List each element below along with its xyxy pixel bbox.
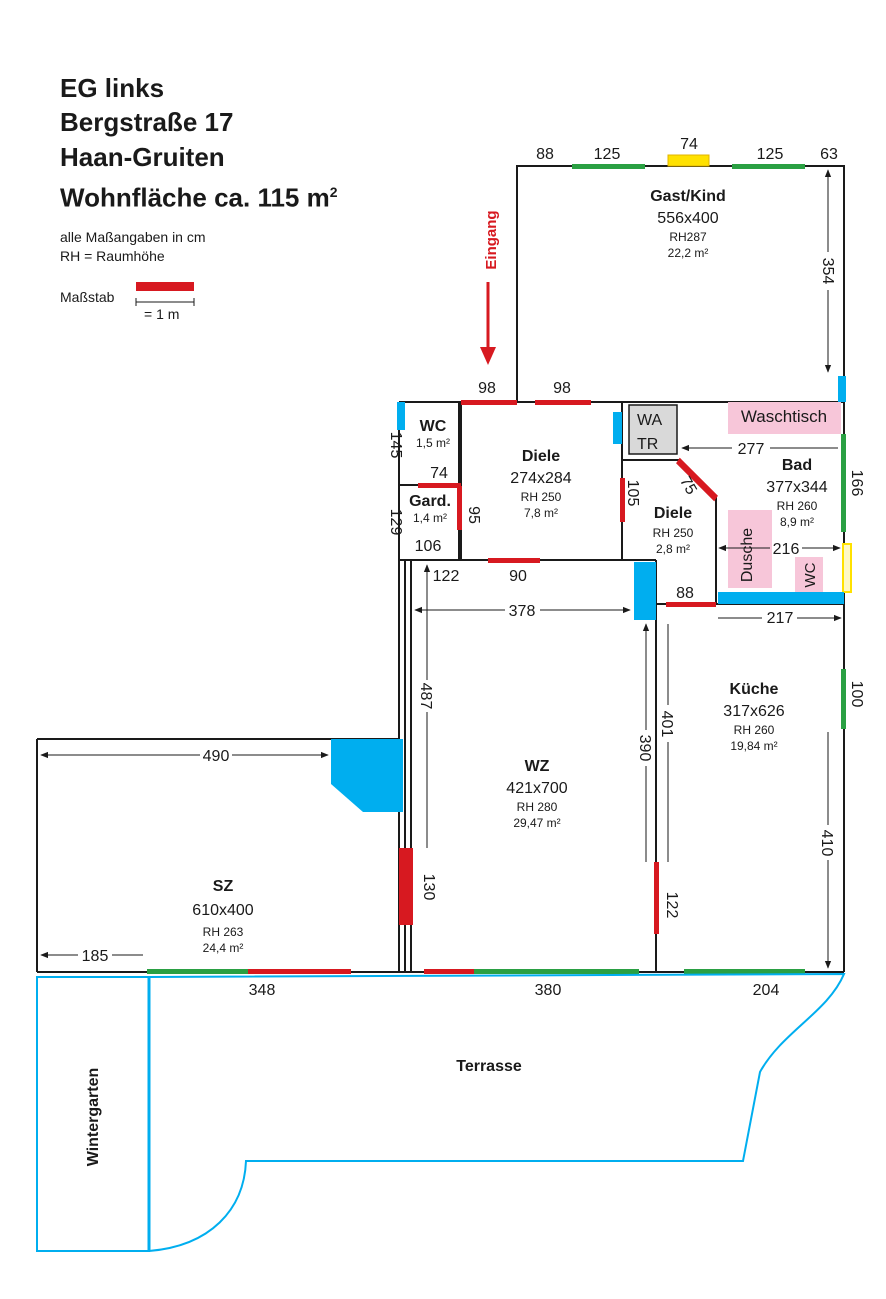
yellow-element-bad: [842, 543, 852, 593]
dim-129: 129: [387, 509, 404, 536]
yellow-element-top: [667, 154, 710, 167]
room-bad-rh: RH 260: [777, 499, 818, 513]
units-note: alle Maßangaben in cm: [60, 229, 206, 245]
room-gard-name: Gard.: [409, 493, 451, 510]
dim-122b: 122: [663, 892, 680, 919]
dim-100: 100: [848, 681, 865, 708]
dim-top-88: 88: [536, 146, 554, 163]
dimension-lines: [40, 169, 842, 969]
wc-bad-label: WC: [802, 562, 819, 587]
room-sz-area: 24,4 m²: [203, 941, 244, 955]
dim-top-74: 74: [680, 136, 698, 153]
title-city: Haan-Gruiten: [60, 142, 225, 172]
terrasse-label: Terrasse: [456, 1058, 522, 1075]
tr-label: TR: [637, 436, 658, 453]
entrance-label: Eingang: [483, 210, 500, 269]
dusche-label: Dusche: [739, 528, 756, 582]
dim-185: 185: [82, 948, 109, 965]
dusche-fixture: [728, 510, 772, 588]
scale-value: = 1 m: [144, 306, 180, 322]
room-sz-dims: 610x400: [192, 902, 253, 919]
dim-348: 348: [249, 982, 276, 999]
wc-bad-fixture: [795, 557, 823, 592]
title-area-text: Wohnfläche ca. 115 m: [60, 182, 330, 213]
room-wz-area: 29,47 m²: [513, 816, 560, 830]
title-line-1: EG links: [60, 73, 165, 103]
room-diele2-rh: RH 250: [653, 526, 694, 540]
room-diele1-rh: RH 250: [521, 490, 562, 504]
rh-note: RH = Raumhöhe: [60, 248, 165, 264]
dim-145: 145: [387, 432, 404, 459]
dim-98b: 98: [553, 380, 571, 397]
room-gast-rh: RH287: [669, 230, 707, 244]
dim-95: 95: [465, 506, 482, 524]
wa-label: WA: [637, 412, 663, 429]
cyan-elements: [331, 376, 846, 812]
room-wc-name: WC: [420, 418, 447, 435]
room-wz-rh: RH 280: [517, 800, 558, 814]
title-area: Wohnfläche ca. 115 m2: [60, 175, 338, 215]
dim-74: 74: [430, 465, 448, 482]
scale-label: Maßstab: [60, 289, 115, 305]
dim-204: 204: [753, 982, 780, 999]
dim-490: 490: [203, 748, 230, 765]
dim-90: 90: [509, 568, 527, 585]
dim-410: 410: [818, 830, 835, 857]
room-diele1-name: Diele: [522, 448, 560, 465]
dim-378: 378: [509, 603, 536, 620]
room-kueche-area: 19,84 m²: [730, 739, 777, 753]
dim-top-63: 63: [820, 146, 838, 163]
dim-216: 216: [773, 541, 800, 558]
dim-106: 106: [415, 538, 442, 555]
room-diele2-name: Diele: [654, 505, 692, 522]
room-kueche-name: Küche: [730, 681, 779, 698]
waschtisch-label: Waschtisch: [741, 407, 827, 426]
waschtisch-fixture: [728, 402, 841, 434]
room-wc-area: 1,5 m²: [416, 436, 450, 450]
dim-105: 105: [624, 480, 641, 507]
dim-top-125a: 125: [594, 146, 621, 163]
dim-88: 88: [676, 585, 694, 602]
dim-487: 487: [417, 683, 434, 710]
dim-top-125b: 125: [757, 146, 784, 163]
dim-75: 75: [676, 474, 700, 498]
room-gast-area: 22,2 m²: [668, 246, 709, 260]
scale-bar: [136, 282, 194, 291]
room-kueche-dims: 317x626: [723, 703, 784, 720]
room-gard-area: 1,4 m²: [413, 511, 447, 525]
wintergarten-label: Wintergarten: [85, 1068, 102, 1167]
room-gast-name: Gast/Kind: [650, 188, 726, 205]
title-area-sup: 2: [329, 184, 338, 200]
dim-122a: 122: [433, 568, 460, 585]
room-sz-name: SZ: [213, 878, 234, 895]
dim-401: 401: [658, 711, 675, 738]
room-bad-name: Bad: [782, 457, 812, 474]
room-gast-dims: 556x400: [657, 210, 718, 227]
dim-354: 354: [819, 258, 836, 285]
dim-390: 390: [636, 735, 653, 762]
dim-130: 130: [420, 874, 437, 901]
terrace-outline: [36, 972, 846, 1252]
windows: [147, 164, 846, 974]
entrance-arrow-icon: [480, 347, 496, 365]
room-wz-name: WZ: [525, 758, 550, 775]
room-sz-rh: RH 263: [203, 925, 244, 939]
dim-166: 166: [848, 470, 865, 497]
room-bad-dims: 377x344: [766, 479, 827, 496]
room-bad-area: 8,9 m²: [780, 515, 814, 529]
room-diele1-area: 7,8 m²: [524, 506, 558, 520]
room-diele1-dims: 274x284: [510, 470, 571, 487]
wa-tr-box: [628, 404, 678, 455]
dim-217: 217: [767, 610, 794, 627]
room-wz-dims: 421x700: [506, 780, 567, 797]
dim-380: 380: [535, 982, 562, 999]
dim-277: 277: [738, 441, 765, 458]
dim-98a: 98: [478, 380, 496, 397]
title-street: Bergstraße 17: [60, 107, 234, 137]
doors: [248, 400, 718, 974]
room-kueche-rh: RH 260: [734, 723, 775, 737]
room-diele2-area: 2,8 m²: [656, 542, 690, 556]
